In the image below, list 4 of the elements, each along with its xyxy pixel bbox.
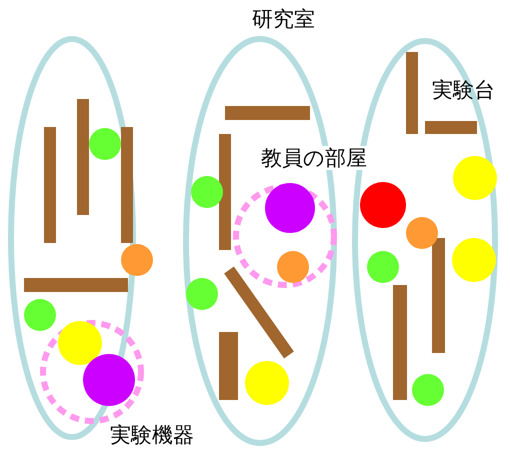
title: 研究室	[252, 7, 315, 31]
area-label: 教員の部屋	[261, 146, 367, 170]
bench-label: 実験台	[432, 78, 495, 102]
area-label: 実験機器	[110, 423, 194, 447]
